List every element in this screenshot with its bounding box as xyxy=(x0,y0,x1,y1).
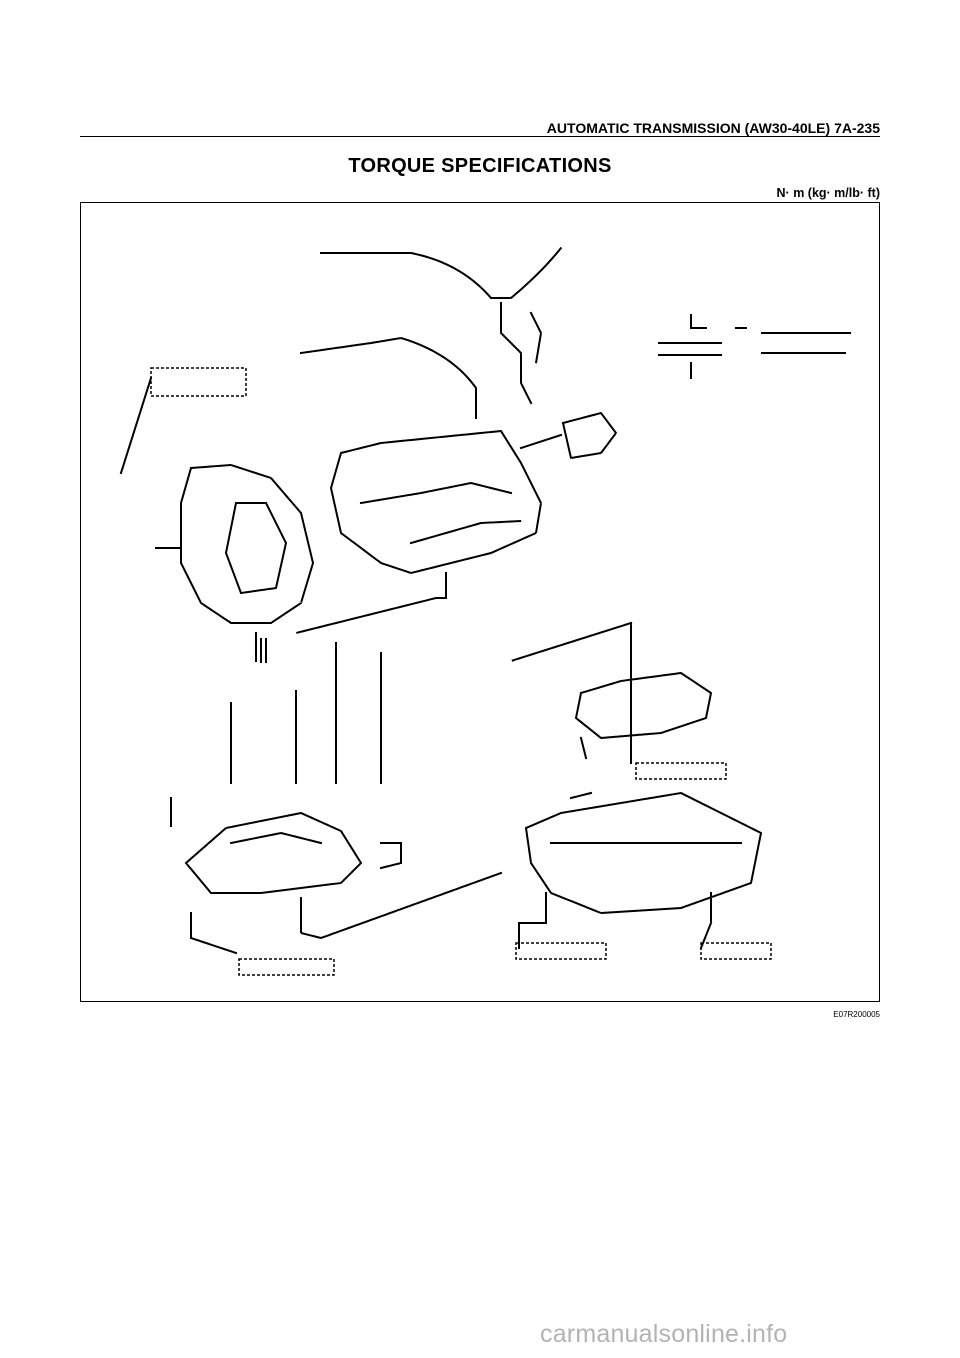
callout-box-valve-body xyxy=(238,958,335,976)
transmission-case xyxy=(329,429,543,575)
callout-box-drain-plug xyxy=(515,942,607,960)
speed-sensor-cable xyxy=(299,336,477,419)
running-header: AUTOMATIC TRANSMISSION (AW30-40LE) 7A-23… xyxy=(546,120,880,136)
wire-harness xyxy=(320,246,563,299)
exploded-diagram xyxy=(80,202,880,1002)
figure-code: E07R200005 xyxy=(833,1010,880,1019)
valve-body xyxy=(184,811,363,894)
callout-box-pan-bolt xyxy=(700,942,772,960)
callout-box-housing xyxy=(150,367,247,397)
oil-strainer xyxy=(574,671,713,740)
oil-pan xyxy=(524,791,763,915)
torque-units: N· m (kg· m/lb· ft) xyxy=(776,186,880,200)
page-title: TORQUE SPECIFICATIONS xyxy=(348,155,612,177)
site-watermark: carmanualsonline.info xyxy=(540,1320,788,1348)
converter-housing xyxy=(180,463,315,624)
transmission-illustration xyxy=(119,246,851,976)
callout-box-strainer xyxy=(635,762,727,780)
header-rule xyxy=(80,136,880,137)
output-flange xyxy=(519,411,618,460)
